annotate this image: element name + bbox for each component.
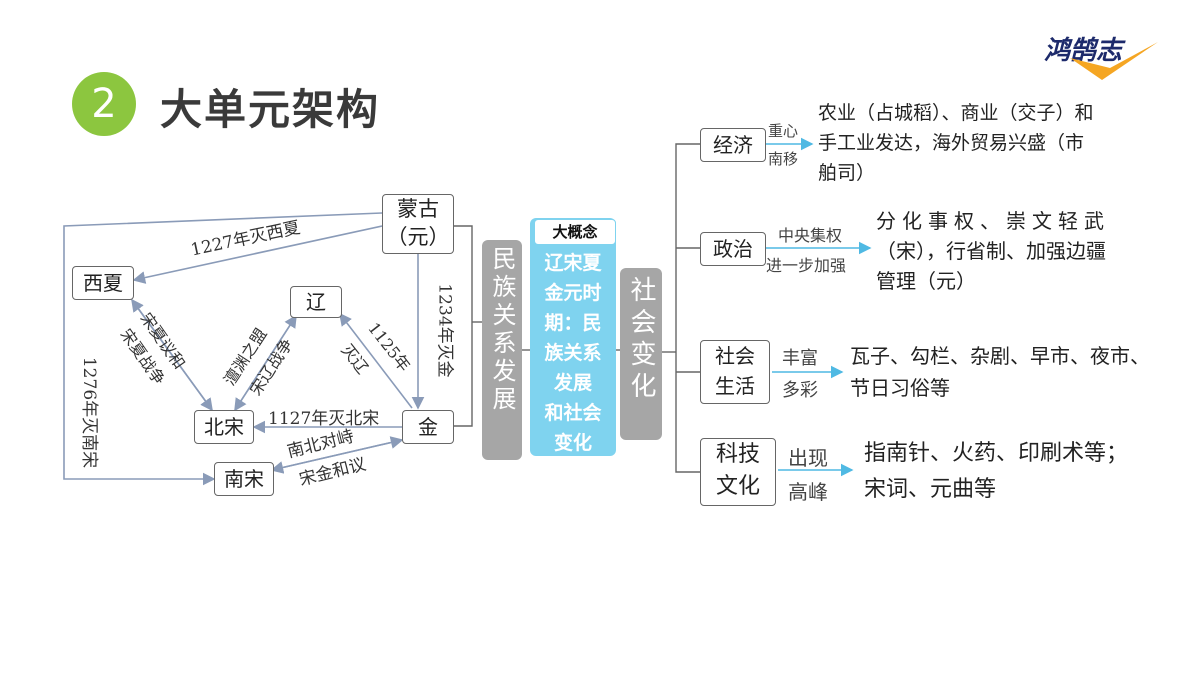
edge-label-mg-nansong: 1276年灭南宋 <box>79 356 100 469</box>
desc-line: 舶司） <box>818 162 876 184</box>
bar-ethnic-relations-text: 民族关系发展 <box>488 246 516 414</box>
concept-line: 和社会 <box>544 402 602 424</box>
concept-line: 变化 <box>553 432 592 454</box>
branch-desc-science-culture: 指南针、火药、印刷术等； 宋词、元曲等 <box>864 436 1128 508</box>
desc-line: 瓦子、勾栏、杂剧、早市、夜市、 <box>850 344 1150 368</box>
branch-node-politics: 政治 <box>700 232 766 266</box>
node-beisong: 北宋 <box>194 410 254 444</box>
node-xixia: 西夏 <box>72 266 134 300</box>
brand-logo: 鸿鹄志 <box>1040 28 1160 84</box>
bar-ethnic-relations: 民族关系发展 <box>482 240 522 460</box>
desc-line: 农业（占城稻）、商业（交子）和 <box>818 102 1094 124</box>
concept-line: 金元时 <box>544 282 602 304</box>
desc-line: 管理（元） <box>876 269 976 293</box>
concept-line: 辽宋夏 <box>544 252 602 274</box>
page-title: 大单元架构 <box>160 85 381 134</box>
branch-label-economy-bottom: 南移 <box>768 150 799 168</box>
node-jin: 金 <box>402 410 454 444</box>
branch-label-politics-top: 中央集权 <box>778 226 843 245</box>
branch-label-science-bottom: 高峰 <box>788 480 828 504</box>
desc-line: 手工业发达，海外贸易兴盛（市 <box>818 132 1085 154</box>
node-menggu-line1: 蒙古 <box>397 197 439 221</box>
branch-node-economy: 经济 <box>700 128 766 162</box>
branch-desc-economy: 农业（占城稻）、商业（交子）和 手工业发达，海外贸易兴盛（市 舶司） <box>818 98 1094 188</box>
branch-node-social-life-line2: 生活 <box>715 374 755 398</box>
branch-node-science-culture-line2: 文化 <box>715 474 760 499</box>
bar-social-change: 社会变化 <box>620 268 662 440</box>
node-menggu-line2: （元） <box>386 225 450 249</box>
concept-line: 期：民 <box>544 312 602 334</box>
section-number-badge: 2 <box>72 72 136 136</box>
edge-label-mg-jin: 1234年灭金 <box>434 283 455 378</box>
big-concept-tag: 大概念 <box>534 219 616 245</box>
branch-desc-politics: 分化事权、崇文轻武 （宋），行省制、加强边疆 管理（元） <box>876 206 1110 296</box>
desc-line: （宋），行省制、加强边疆 <box>876 239 1106 263</box>
concept-line: 发展 <box>553 372 592 394</box>
branch-node-science-culture: 科技 文化 <box>700 438 776 506</box>
branch-node-social-life-line1: 社会 <box>715 344 755 368</box>
desc-line: 指南针、火药、印刷术等； <box>864 441 1129 466</box>
node-liao: 辽 <box>290 286 342 318</box>
big-concept-text: 辽宋夏 金元时 期：民 族关系 发展 和社会 变化 <box>533 248 613 458</box>
branch-label-science-top: 出现 <box>788 446 828 470</box>
node-menggu: 蒙古 （元） <box>382 194 454 254</box>
branch-label-economy-top: 重心 <box>768 122 799 140</box>
branch-label-politics-bottom: 进一步加强 <box>766 256 847 275</box>
edge-label-jin-bs: 1127年灭北宋 <box>268 409 380 429</box>
concept-line: 族关系 <box>544 342 602 364</box>
logo-text: 鸿鹄志 <box>1044 36 1123 66</box>
logo-check-icon <box>1070 42 1158 80</box>
big-concept-box <box>530 218 616 456</box>
branch-node-science-culture-line1: 科技 <box>715 442 760 467</box>
desc-line: 节日习俗等 <box>850 376 950 400</box>
branch-desc-social-life: 瓦子、勾栏、杂剧、早市、夜市、 节日习俗等 <box>850 340 1150 404</box>
branch-label-social-bottom: 多彩 <box>782 380 818 401</box>
bar-social-change-text: 社会变化 <box>626 276 656 404</box>
desc-line: 宋词、元曲等 <box>864 477 997 502</box>
desc-line: 分化事权、崇文轻武 <box>876 209 1110 233</box>
node-nansong: 南宋 <box>214 462 274 496</box>
branch-label-social-top: 丰富 <box>782 348 818 369</box>
branch-node-social-life: 社会 生活 <box>700 340 770 404</box>
